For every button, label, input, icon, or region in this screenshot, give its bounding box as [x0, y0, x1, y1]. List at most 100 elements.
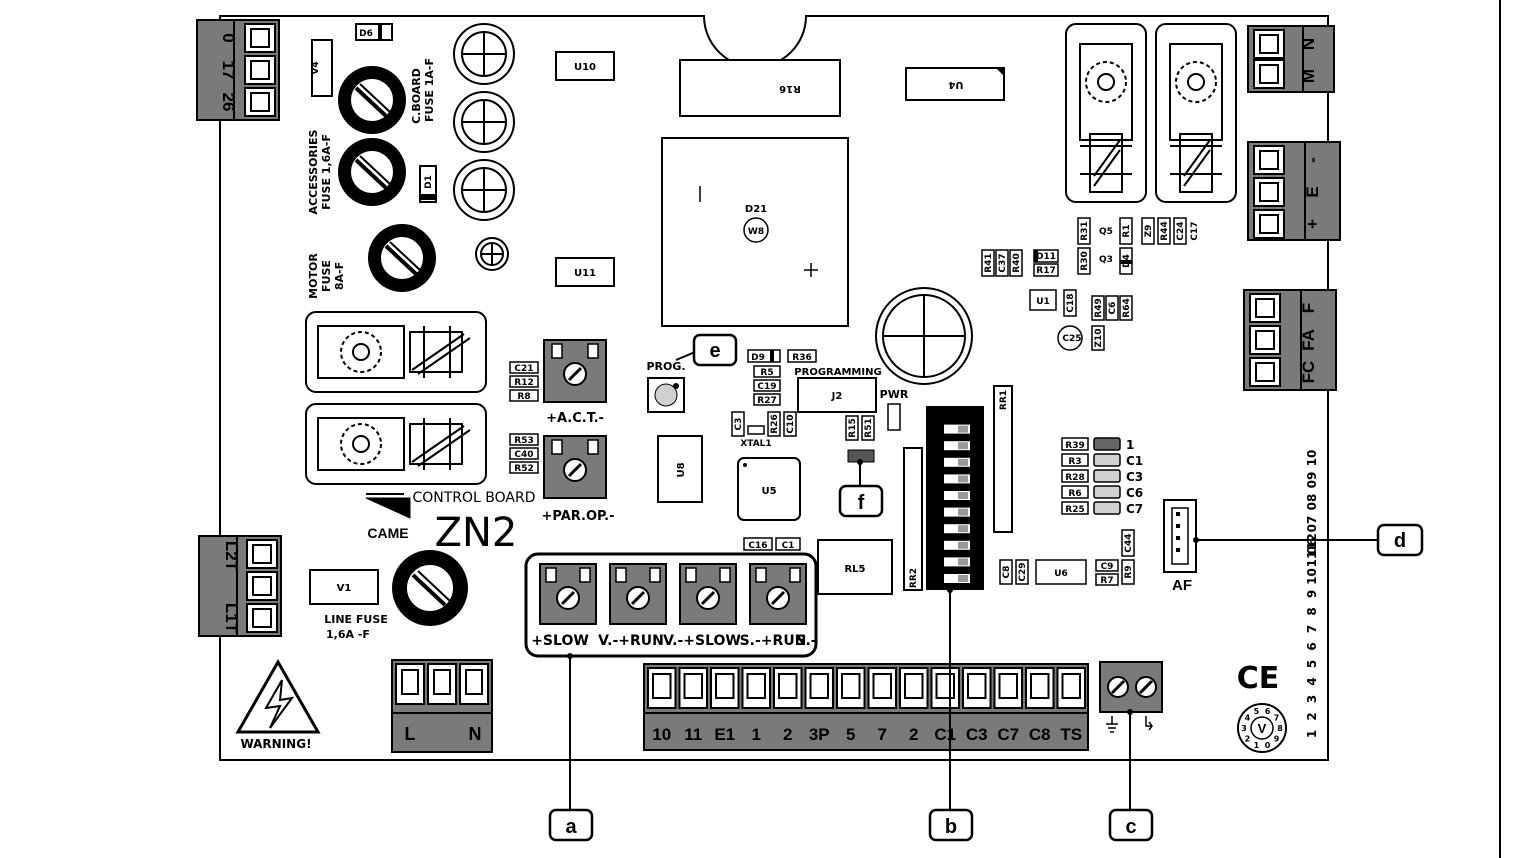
dip-lever: [944, 574, 970, 583]
label-c8-small: C8: [1002, 566, 1012, 579]
label-d9: D9: [751, 353, 765, 363]
label-c6-small: C6: [1108, 302, 1118, 315]
label-r16: R16: [779, 83, 801, 94]
date-wheel-digit: 0: [1265, 741, 1271, 750]
trimmer-pad: [789, 567, 801, 583]
label-c24: C24: [1176, 221, 1186, 240]
led-label: C3: [1126, 470, 1143, 484]
trimmer-slot: [770, 590, 786, 606]
trimmer-pad: [649, 567, 661, 583]
label-d21: D21: [745, 204, 767, 215]
led-resistor: [1061, 437, 1089, 451]
terminal-label-l: L: [405, 724, 416, 744]
date-month: 11: [1305, 551, 1319, 568]
terminal-label: 3P: [809, 725, 830, 744]
terminal-screw-inner: [1030, 673, 1050, 699]
label-z9: Z9: [1144, 225, 1154, 238]
date-month: 12: [1305, 533, 1319, 550]
label-d6: D6: [359, 29, 373, 39]
led-resistor-label: R28: [1065, 473, 1084, 483]
label-v4: V4: [311, 61, 321, 74]
label-r30: R30: [1080, 251, 1090, 270]
led-resistor-label: R6: [1068, 489, 1081, 499]
date-wheel-digit: 9: [1274, 735, 1280, 744]
terminal-label: C8: [1029, 725, 1051, 744]
dip-lever: [944, 524, 970, 534]
ce-mark: CE: [1237, 661, 1280, 696]
trimmer-group: [524, 552, 818, 658]
terminal-label: 1: [752, 725, 761, 744]
label-warning: WARNING!: [240, 737, 311, 751]
led-label: C1: [1126, 454, 1143, 468]
warning-icon: [235, 658, 321, 734]
date-month: 9: [1305, 590, 1319, 598]
terminal-label-n-power: N: [469, 724, 482, 744]
came-logo-shape: [365, 497, 411, 519]
dip-number: 3: [970, 543, 980, 548]
date-wheel-center: V: [1258, 721, 1267, 736]
label-motor-1: MOTOR: [307, 253, 320, 299]
date-month: 8: [1305, 607, 1319, 615]
trimmer-pad: [615, 567, 627, 583]
dip-lever: [944, 540, 970, 550]
terminal-screw-inner: [872, 673, 892, 699]
date-year: 06: [1305, 538, 1319, 555]
label-pwr: PWR: [880, 388, 909, 401]
label-c10: C10: [786, 414, 796, 433]
trimmer-slot: [560, 590, 576, 606]
label-r8: R8: [517, 392, 530, 402]
label-z10: Z10: [1094, 328, 1104, 347]
label-c9: C9: [1101, 562, 1114, 572]
label-c19: C19: [757, 382, 776, 392]
label-r51: R51: [864, 418, 874, 437]
led-resistor-label: R39: [1065, 441, 1084, 451]
led: [1093, 501, 1121, 515]
terminal-block-line: L2T L1T: [198, 535, 282, 637]
page-border-right: [1499, 0, 1501, 858]
led: [1093, 453, 1121, 467]
label-programming: PROGRAMMING: [794, 367, 881, 378]
terminal-label-m: M: [1299, 69, 1318, 83]
dip-number: 4: [970, 527, 980, 532]
dip-lever-knob: [958, 525, 968, 533]
label-q5: Q5: [1099, 227, 1113, 237]
label-c37: C37: [998, 253, 1008, 272]
terminal-label: 2: [783, 725, 792, 744]
label-r64: R64: [1122, 298, 1132, 317]
callout-e-label: e: [709, 340, 720, 362]
relay-top-right-1: [1065, 23, 1147, 203]
label-c21: C21: [514, 364, 533, 374]
dip-lever: [944, 507, 970, 517]
label-r44: R44: [1160, 221, 1170, 240]
date-month: 10: [1305, 568, 1319, 585]
led-resistor: [1061, 453, 1089, 467]
label-trim-1: +SLOW: [531, 633, 589, 649]
label-prog: PROG.: [646, 360, 685, 373]
led: [1093, 469, 1121, 483]
label-q3: Q3: [1099, 255, 1113, 265]
date-month: 2: [1305, 712, 1319, 720]
terminal-screw-inner: [715, 673, 735, 699]
terminal-label-e: E: [1303, 186, 1322, 197]
date-wheel-digit: 6: [1265, 707, 1271, 716]
date-wheel-digit: 1: [1254, 741, 1260, 750]
label-trim-4: S.-+RUN: [740, 633, 807, 649]
label-trim-3: V.-+SLOW: [663, 633, 741, 649]
trimmer-pad: [545, 567, 557, 583]
relay-left-2: [305, 403, 487, 485]
label-r1: R1: [1122, 224, 1132, 237]
label-dip-on: ON: [928, 569, 938, 583]
relay-top-right-2: [1155, 23, 1237, 203]
terminal-label-plus: +: [1303, 219, 1322, 229]
terminal-block-ground: [1099, 661, 1163, 733]
trimmer-row: [539, 563, 807, 625]
dip-lever: [944, 424, 970, 434]
trimmer-pad: [685, 567, 697, 583]
terminal-screw-inner: [778, 673, 798, 699]
fuse-cboard: [338, 66, 406, 134]
af-connector: [1163, 499, 1197, 573]
date-month: 5: [1305, 660, 1319, 668]
label-r53: R53: [514, 436, 533, 446]
relay-left-1: [305, 311, 487, 393]
